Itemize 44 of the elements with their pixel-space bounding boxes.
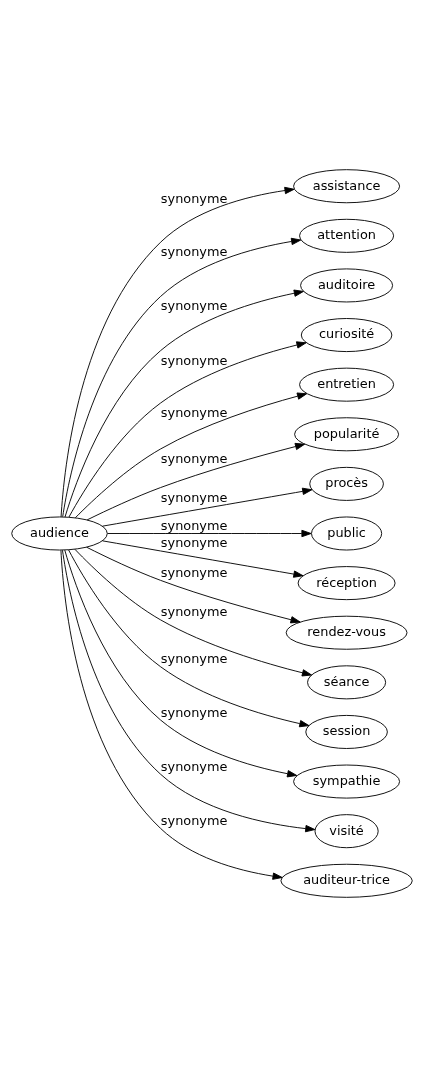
- arrow: [74, 548, 313, 677]
- arrow: [64, 549, 298, 778]
- arrow: [68, 549, 310, 728]
- node-ellipse: assistance: [293, 169, 401, 204]
- node-ellipse: visité: [314, 814, 379, 849]
- edge-label: synonyme: [160, 812, 228, 828]
- edge-label: synonyme: [160, 244, 228, 260]
- edge-label: synonyme: [160, 651, 228, 667]
- edge-label: synonyme: [160, 604, 228, 620]
- node-ellipse: curiosité: [300, 318, 393, 353]
- edge-label: synonyme: [160, 758, 228, 774]
- arrow: [64, 289, 304, 518]
- arrow: [102, 540, 304, 578]
- edge-label: synonyme: [160, 405, 228, 420]
- node-ellipse: session: [305, 714, 388, 749]
- arrow: [74, 392, 308, 519]
- arrow: [86, 442, 306, 521]
- arrow: [62, 549, 316, 833]
- node-ellipse: attention: [299, 218, 395, 253]
- edge-label: synonyme: [160, 450, 228, 466]
- node-ellipse: séance: [307, 665, 387, 700]
- edge-label: synonyme: [160, 489, 228, 505]
- arrow: [62, 237, 302, 518]
- node-ellipse: audience: [11, 516, 108, 551]
- node-ellipse: procès: [309, 466, 384, 501]
- edge-label: synonyme: [160, 564, 228, 580]
- arrow: [102, 487, 313, 527]
- node-ellipse: entretien: [299, 367, 395, 402]
- edge-label: synonyme: [160, 518, 228, 534]
- arrow: [68, 341, 307, 518]
- node-ellipse: public: [311, 516, 383, 551]
- node-ellipse: auditeur-trice: [280, 863, 413, 898]
- node-ellipse: réception: [297, 566, 396, 601]
- edge-label: synonyme: [160, 535, 228, 551]
- arrow: [60, 549, 283, 880]
- edge-label: synonyme: [160, 704, 228, 720]
- node-ellipse: sympathie: [293, 764, 401, 799]
- arrow: [86, 546, 301, 624]
- node-ellipse: auditoire: [300, 268, 394, 303]
- edge-label: synonyme: [160, 298, 228, 314]
- arrow: [107, 529, 312, 538]
- edge-label: synonyme: [160, 352, 228, 368]
- arrow: [60, 186, 295, 518]
- edge-label: synonyme: [160, 190, 228, 206]
